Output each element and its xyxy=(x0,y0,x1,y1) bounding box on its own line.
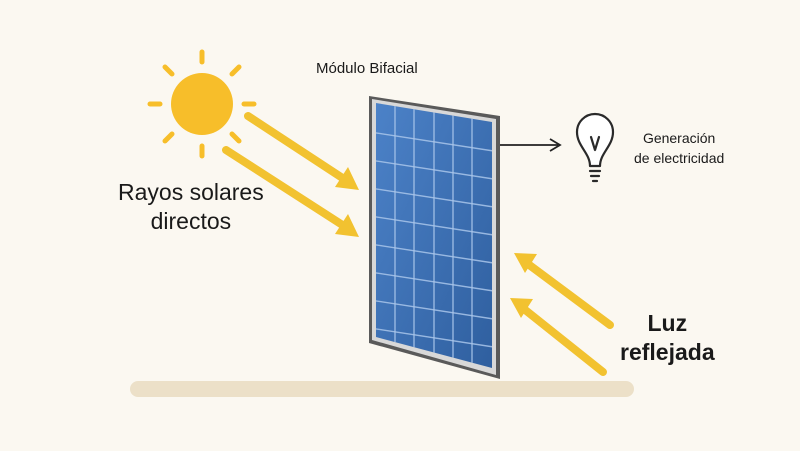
light-bulb-icon xyxy=(575,112,615,183)
output-label-line-1: Generación xyxy=(642,130,716,146)
panel-title: Módulo Bifacial xyxy=(316,60,418,77)
reflected-light-label-line-1: Luz xyxy=(647,310,688,336)
solar-panel-icon xyxy=(369,96,500,379)
reflected-light-label-line-2: reflejada xyxy=(620,339,715,365)
ground-strip xyxy=(130,381,634,397)
output-label: Generación de electricidad xyxy=(634,128,724,168)
direct-rays-label: Rayos solares directos xyxy=(118,178,264,236)
direct-ray-arrows xyxy=(222,112,359,237)
direct-rays-label-line-2: directos xyxy=(150,208,232,234)
reflected-light-arrows xyxy=(510,253,614,376)
reflected-light-label: Luz reflejada xyxy=(620,309,715,367)
sun-icon xyxy=(147,49,257,159)
output-arrow xyxy=(500,138,562,152)
output-label-line-2: de electricidad xyxy=(634,150,725,166)
direct-rays-label-line-1: Rayos solares xyxy=(118,179,264,205)
